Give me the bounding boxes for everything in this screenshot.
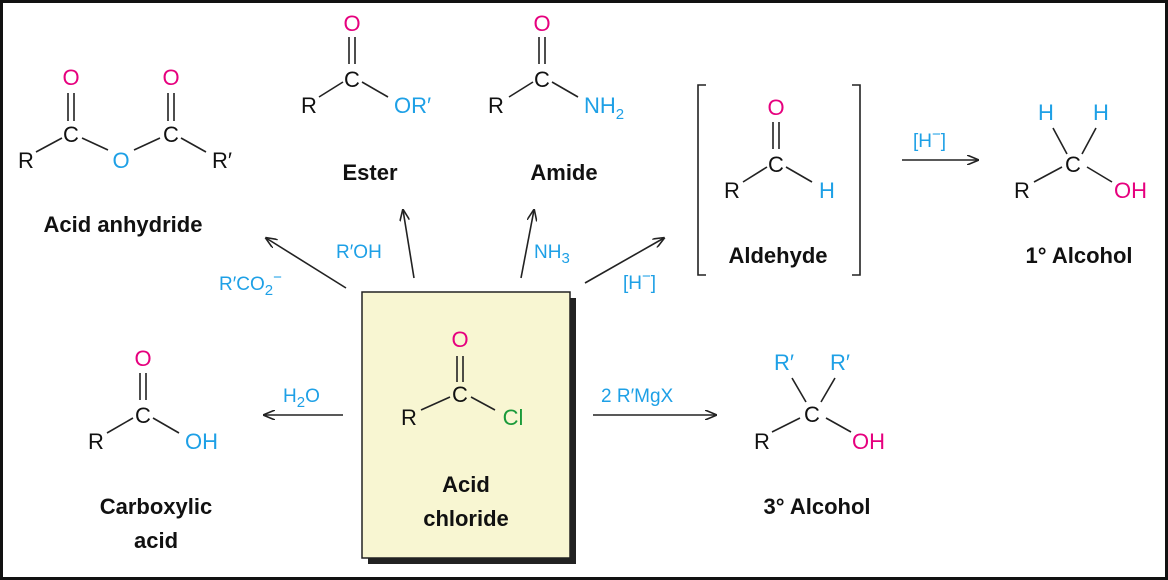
- reagent-hydride: [H−]: [623, 268, 656, 294]
- acid-chloride-structure: O C R Cl: [401, 327, 523, 430]
- acid-chloride-name-2: chloride: [423, 506, 509, 531]
- atom-r: R: [88, 429, 104, 454]
- reagent-carboxylate: R′CO2−: [219, 269, 282, 299]
- ester-structure: O C R OR′: [301, 11, 431, 118]
- reaction-arrows: [264, 160, 978, 415]
- ester-name: Ester: [342, 160, 397, 185]
- primary-alcohol-name: 1° Alcohol: [1026, 243, 1133, 268]
- reagent-alcohol: R′OH: [336, 242, 382, 263]
- atom-oxygen: O: [343, 11, 360, 36]
- atom-carbon: C: [63, 122, 79, 147]
- atom-hydroxyl: OH: [852, 429, 885, 454]
- atom-carbon: C: [344, 67, 360, 92]
- atom-or-prime: OR′: [394, 93, 431, 118]
- atom-oxygen: O: [451, 327, 468, 352]
- amide-structure: O C R NH2: [488, 11, 624, 123]
- atom-chlorine: Cl: [503, 405, 524, 430]
- acid-anhydride-name: Acid anhydride: [44, 212, 203, 237]
- atom-hydroxyl: OH: [185, 429, 218, 454]
- box-panel: [361, 291, 571, 559]
- atom-hydrogen: H: [1038, 100, 1054, 125]
- reagent-hydride-2: [H−]: [913, 126, 946, 152]
- arrow-to-ester: [403, 210, 415, 279]
- atom-r: R: [488, 93, 504, 118]
- atom-carbon: C: [135, 403, 151, 428]
- atom-hydroxyl: OH: [1114, 178, 1147, 203]
- atom-oxygen: O: [767, 95, 784, 120]
- atom-r-prime: R′: [212, 148, 232, 173]
- aldehyde-brackets: [697, 84, 861, 276]
- atom-oxygen: O: [533, 11, 550, 36]
- atom-bridge-oxygen: O: [112, 148, 129, 173]
- atom-carbon: C: [534, 67, 550, 92]
- atom-hydrogen: H: [819, 178, 835, 203]
- reagent-water: H2O: [283, 386, 320, 411]
- acid-anhydride-structure: O O C C O R R′: [18, 65, 232, 173]
- atom-oxygen: O: [62, 65, 79, 90]
- tertiary-alcohol-name: 3° Alcohol: [764, 494, 871, 519]
- tertiary-alcohol-structure: R′ R′ C R OH: [754, 350, 885, 454]
- acid-chloride-box: [361, 291, 576, 564]
- atom-r: R: [724, 178, 740, 203]
- reagent-ammonia: NH3: [534, 242, 570, 267]
- atom-hydrogen: H: [1093, 100, 1109, 125]
- acid-chloride-name-1: Acid: [442, 472, 490, 497]
- atom-oxygen: O: [134, 346, 151, 371]
- atom-nh2: NH2: [584, 93, 624, 123]
- atom-r: R: [1014, 178, 1030, 203]
- arrow-to-anhydride: [266, 238, 347, 289]
- atom-carbon: C: [804, 402, 820, 427]
- atom-r: R: [754, 429, 770, 454]
- aldehyde-structure: O C R H: [724, 95, 835, 203]
- carboxylic-acid-structure: O C R OH: [88, 346, 218, 454]
- carboxylic-acid-name-1: Carboxylic: [100, 494, 213, 519]
- aldehyde-name: Aldehyde: [728, 243, 827, 268]
- atom-r-prime: R′: [774, 350, 794, 375]
- atom-carbon: C: [768, 152, 784, 177]
- arrow-to-aldehyde: [584, 238, 664, 284]
- atom-r: R: [301, 93, 317, 118]
- atom-carbon: C: [163, 122, 179, 147]
- arrow-to-amide: [520, 210, 534, 279]
- amide-name: Amide: [530, 160, 597, 185]
- atom-r-prime: R′: [830, 350, 850, 375]
- atom-carbon: C: [1065, 152, 1081, 177]
- primary-alcohol-structure: H H C R OH: [1014, 100, 1147, 203]
- atom-carbon: C: [452, 382, 468, 407]
- atom-r: R: [401, 405, 417, 430]
- reagent-grignard: 2 R′MgX: [601, 386, 674, 407]
- atom-r: R: [18, 148, 34, 173]
- carboxylic-acid-name-2: acid: [134, 528, 178, 553]
- atom-oxygen: O: [162, 65, 179, 90]
